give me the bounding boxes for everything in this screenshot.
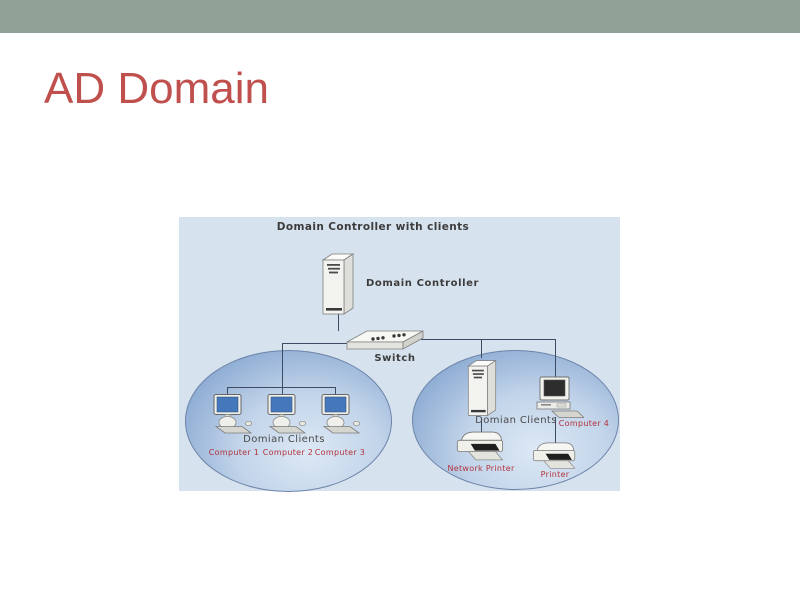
switch-label: Switch: [374, 353, 416, 364]
line-to-network-printer: [481, 418, 482, 432]
left-clients-label: Domian Clients: [243, 434, 325, 445]
line-to-printer: [555, 417, 556, 443]
computer4-label: Computer 4: [558, 419, 610, 428]
domain-controller-server-icon: [315, 251, 361, 317]
slide-title: AD Domain: [44, 64, 269, 113]
line-computer3-drop: [335, 387, 336, 395]
line-computer1-drop: [227, 387, 228, 395]
network-printer-icon: [453, 430, 509, 465]
computer3-icon: [319, 393, 363, 437]
line-switch-left: [282, 343, 347, 344]
computer2-icon: [265, 393, 309, 437]
computer2-label: Computer 2: [262, 448, 314, 457]
line-computer4-drop: [555, 339, 556, 377]
right-clients-label: Domian Clients: [475, 415, 557, 426]
line-left-drop: [282, 343, 283, 395]
line-clients-bus: [227, 387, 336, 388]
printer-label: Printer: [540, 470, 570, 479]
printer-icon: [528, 441, 582, 473]
server2-icon: [461, 357, 503, 419]
line-server2-drop: [481, 339, 482, 358]
computer3-label: Computer 3: [314, 448, 366, 457]
computer1-label: Computer 1: [208, 448, 260, 457]
computer1-icon: [211, 393, 255, 437]
right-clients-ellipse: [412, 350, 619, 490]
line-switch-right: [421, 339, 555, 340]
domain-controller-label: Domain Controller: [366, 278, 480, 289]
network-printer-label: Network Printer: [447, 464, 515, 473]
diagram-title: Domain Controller with clients: [276, 221, 470, 233]
header-bar: [0, 0, 800, 33]
line-dc-to-switch: [338, 314, 339, 331]
switch-icon: [345, 327, 425, 353]
computer4-icon: [532, 376, 584, 419]
network-diagram: Domain Controller with clients: [179, 217, 620, 492]
